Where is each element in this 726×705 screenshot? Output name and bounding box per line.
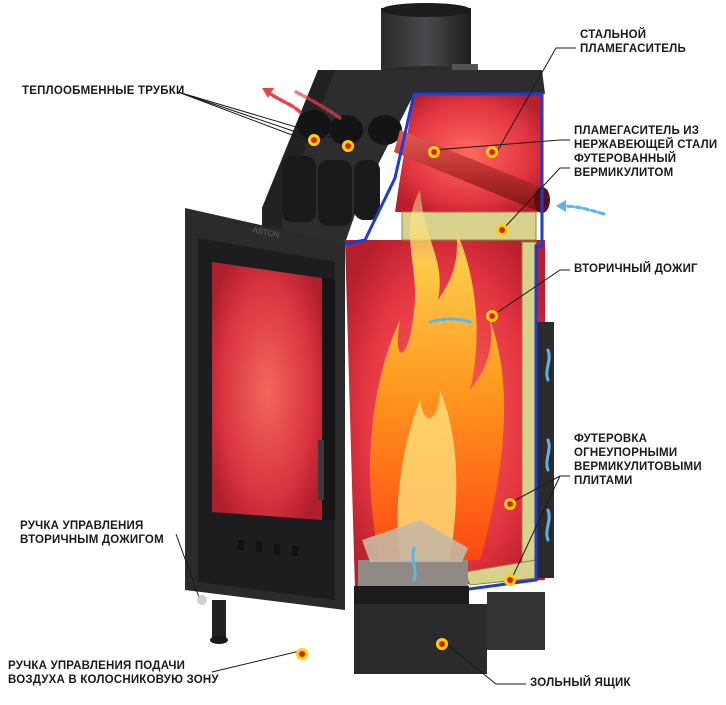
- marker: [197, 595, 207, 605]
- callout-ash-box: ЗОЛЬНЫЙ ЯЩИК: [530, 677, 631, 689]
- callout-air-supply-handle: РУЧКА УПРАВЛЕНИЯ ПОДАЧИ ВОЗДУХА В КОЛОСН…: [8, 660, 219, 686]
- callout-steel-flame-baffle: СТАЛЬНОЙ ПЛАМЕГАСИТЕЛЬ: [580, 29, 686, 55]
- leader-lines: [175, 47, 576, 685]
- chimney-pipe: [381, 3, 471, 78]
- marker: [428, 146, 440, 158]
- warm-air-arrows: [262, 88, 342, 120]
- callout-heat-exchange-tubes: ТЕПЛООБМЕННЫЕ ТРУБКИ: [22, 85, 185, 97]
- callout-refractory-lining: ФУТЕРОВКА ОГНЕУПОРНЫМИ ВЕРМИКУЛИТОВЫМИ П…: [574, 433, 702, 487]
- marker: [296, 648, 308, 660]
- callout-secondary-combustion: ВТОРИЧНЫЙ ДОЖИГ: [574, 263, 698, 275]
- callout-secondary-handle: РУЧКА УПРАВЛЕНИЯ ВТОРИЧНЫМ ДОЖИГОМ: [20, 520, 164, 546]
- callout-markers: [197, 134, 516, 660]
- flame: [370, 190, 505, 560]
- log-bed: [354, 520, 469, 604]
- callout-vermiculite-lined: ФУТЕРОВАННЫЙ ВЕРМИКУЛИТОМ: [574, 153, 677, 179]
- marker: [486, 310, 498, 322]
- cold-air-arrows: [411, 200, 606, 582]
- marker: [436, 638, 448, 650]
- marker: [496, 224, 508, 236]
- marker: [504, 498, 516, 510]
- marker: [486, 146, 498, 158]
- callout-stainless-flame-baffle: ПЛАМЕГАСИТЕЛЬ ИЗ НЕРЖАВЕЮЩЕЙ СТАЛИ: [574, 125, 718, 151]
- marker: [504, 574, 516, 586]
- upper-chamber: [394, 94, 550, 213]
- marker: [342, 140, 354, 152]
- ash-box: [354, 592, 545, 674]
- marker: [308, 134, 320, 146]
- door: ASTON: [185, 208, 345, 644]
